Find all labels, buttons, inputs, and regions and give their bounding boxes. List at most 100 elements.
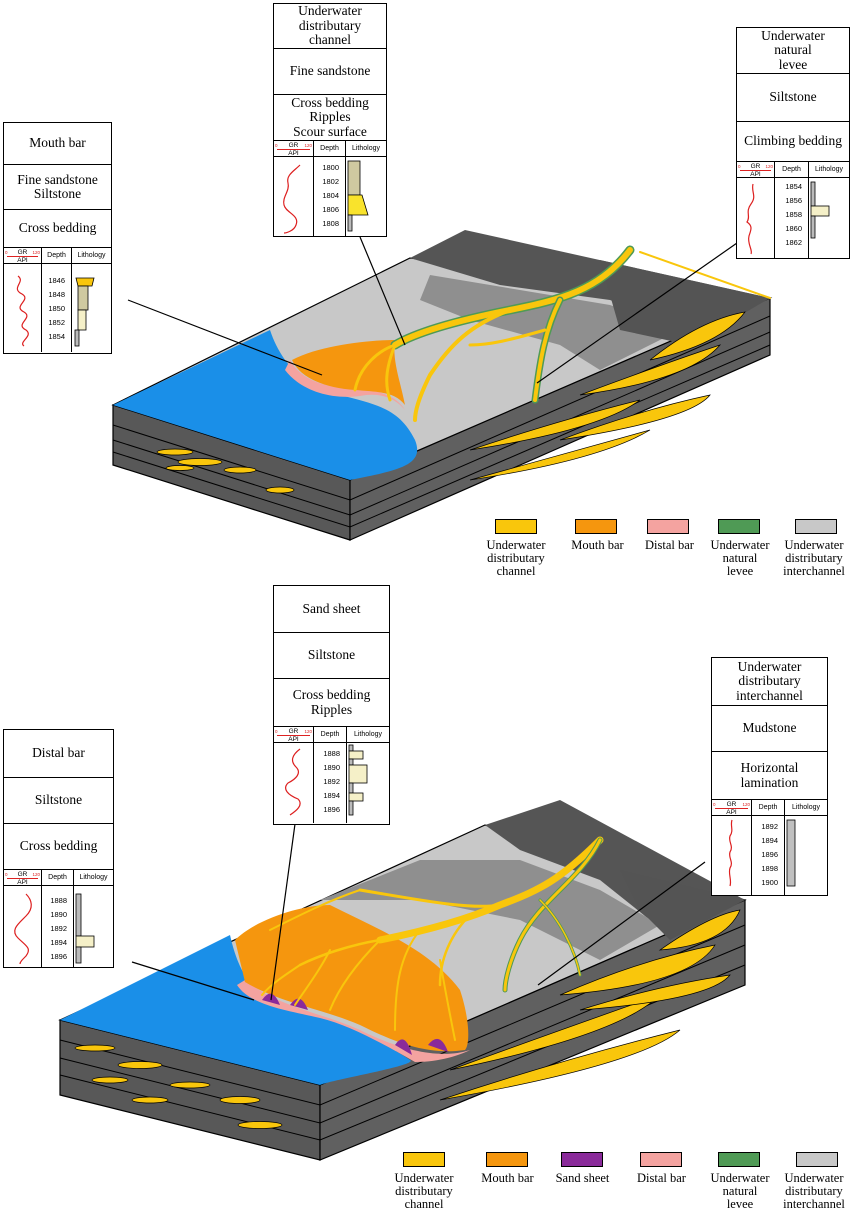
legend-swatch-channel <box>495 519 537 534</box>
lithology-track: Lithology <box>785 800 827 895</box>
legend-label-interchannel: Underwater distributary interchannel <box>783 538 845 578</box>
lithology-label: Siltstone <box>274 633 389 679</box>
lithology-column <box>786 819 796 887</box>
legend-label-mouth-bar: Mouth bar <box>481 1171 534 1185</box>
legend-label-distal-bar: Distal bar <box>637 1171 686 1185</box>
bottom-channels <box>261 836 604 1041</box>
top-distal-bar <box>285 360 405 410</box>
legend-swatch-distal-bar <box>647 519 689 534</box>
legend-label-mouth-bar: Mouth bar <box>571 538 624 552</box>
structure-label: Cross bedding Ripples Scour surface <box>274 95 386 141</box>
log-panel-mouth-bar: Mouth bar Fine sandstone Siltstone Cross… <box>3 122 112 354</box>
gr-curve <box>728 819 733 887</box>
lithology-track: Lithology <box>347 727 389 823</box>
facies-label: Underwater distributary channel <box>274 4 386 49</box>
lithology-column <box>348 744 368 816</box>
depth-track: Depth 1888 1890 1892 1894 1896 <box>42 870 74 967</box>
legend-label-interchannel: Underwater distributary interchannel <box>783 1171 845 1211</box>
gr-curve <box>283 164 301 234</box>
top-sand-lenses <box>156 311 746 494</box>
facies-label: Distal bar <box>4 730 113 778</box>
legend-swatch-mouth-bar <box>486 1152 528 1167</box>
bottom-sand-lenses <box>74 909 741 1129</box>
legend-label-levee: Underwater natural levee <box>710 538 770 578</box>
facies-label: Underwater natural levee <box>737 28 849 74</box>
legend-swatch-mouth-bar <box>575 519 617 534</box>
legend-label-distal-bar: Distal bar <box>645 538 694 552</box>
lithology-track: Lithology <box>72 248 111 352</box>
lithology-track: Lithology <box>346 141 386 236</box>
top-channels <box>353 245 771 422</box>
legend-label-sand-sheet: Sand sheet <box>555 1171 610 1185</box>
top-water <box>113 330 418 480</box>
gr-curve <box>16 275 29 347</box>
lithology-track: Lithology <box>74 870 113 967</box>
legend-swatch-distal-bar <box>640 1152 682 1167</box>
bottom-sand-sheets <box>262 993 448 1055</box>
lithology-label: Fine sandstone Siltstone <box>4 165 111 210</box>
legend-swatch-levee <box>718 1152 760 1167</box>
lithology-label: Mudstone <box>712 706 827 752</box>
facies-label: Mouth bar <box>4 123 111 165</box>
bottom-mouth-bar <box>235 905 469 1052</box>
depth-track: Depth 1888 1890 1892 1894 1896 <box>314 727 347 823</box>
lithology-label: Siltstone <box>4 778 113 824</box>
lithology-track: Lithology <box>809 162 849 258</box>
bottom-block-diagram <box>58 800 747 1161</box>
gr-curve <box>285 748 301 816</box>
log-panel-channel: Underwater distributary channel Fine san… <box>273 3 387 237</box>
legend-label-channel: Underwater distributary channel <box>486 538 546 578</box>
structure-label: Cross bedding <box>4 210 111 248</box>
facies-label: Underwater distributary interchannel <box>712 658 827 706</box>
depth-track: Depth 1892 1894 1896 1898 1900 <box>752 800 785 895</box>
lithology-column <box>75 893 95 964</box>
gr-curve <box>14 893 32 965</box>
log-panel-sand-sheet: Sand sheet Siltstone Cross bedding Rippl… <box>273 585 390 825</box>
depth-track: Depth 1846 1848 1850 1852 1854 <box>42 248 72 352</box>
depth-track: Depth 1800 1802 1804 1806 1808 <box>314 141 346 236</box>
bottom-water <box>60 935 411 1085</box>
top-block-diagram <box>111 230 773 541</box>
legend-label-channel: Underwater distributary channel <box>394 1171 454 1211</box>
legend-swatch-sand-sheet <box>561 1152 603 1167</box>
structure-label: Horizontal lamination <box>712 752 827 800</box>
legend-swatch-channel <box>403 1152 445 1167</box>
bottom-dark-bank-right <box>620 870 745 940</box>
log-panel-levee: Underwater natural levee Siltstone Climb… <box>736 27 850 259</box>
legend-swatch-levee <box>718 519 760 534</box>
lithology-column <box>810 181 830 239</box>
legend-swatch-interchannel <box>795 519 837 534</box>
top-dark-bank-right <box>600 260 770 345</box>
lithology-label: Siltstone <box>737 74 849 122</box>
structure-label: Cross bedding <box>4 824 113 870</box>
facies-label: Sand sheet <box>274 586 389 633</box>
lithology-column <box>347 160 369 232</box>
gr-curve <box>746 183 755 255</box>
lithology-column <box>74 277 95 347</box>
legend-label-levee: Underwater natural levee <box>710 1171 770 1211</box>
legend-swatch-interchannel <box>796 1152 838 1167</box>
structure-label: Climbing bedding <box>737 122 849 162</box>
lithology-label: Fine sandstone <box>274 49 386 95</box>
structure-label: Cross bedding Ripples <box>274 679 389 727</box>
